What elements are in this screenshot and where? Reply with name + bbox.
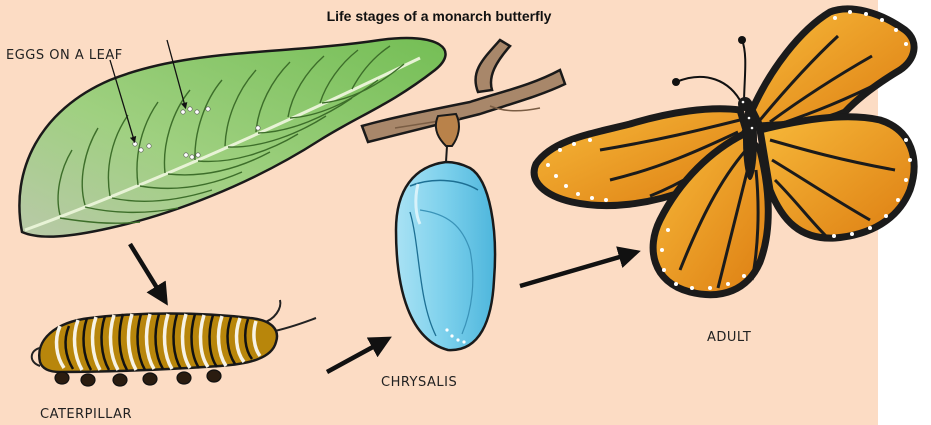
caterpillar — [32, 300, 316, 386]
butterfly — [534, 9, 914, 295]
label-adult: ADULT — [707, 330, 751, 345]
label-eggs-on-a-leaf: EGGS ON A LEAF — [6, 48, 123, 63]
arrow-leaf-to-caterpillar — [130, 244, 162, 296]
arrow-caterpillar-to-chrysalis — [327, 342, 382, 372]
chrysalis — [396, 114, 495, 350]
label-chrysalis: CHRYSALIS — [381, 375, 457, 390]
arrow-chrysalis-to-adult — [520, 254, 630, 286]
label-caterpillar: CATERPILLAR — [40, 407, 132, 422]
